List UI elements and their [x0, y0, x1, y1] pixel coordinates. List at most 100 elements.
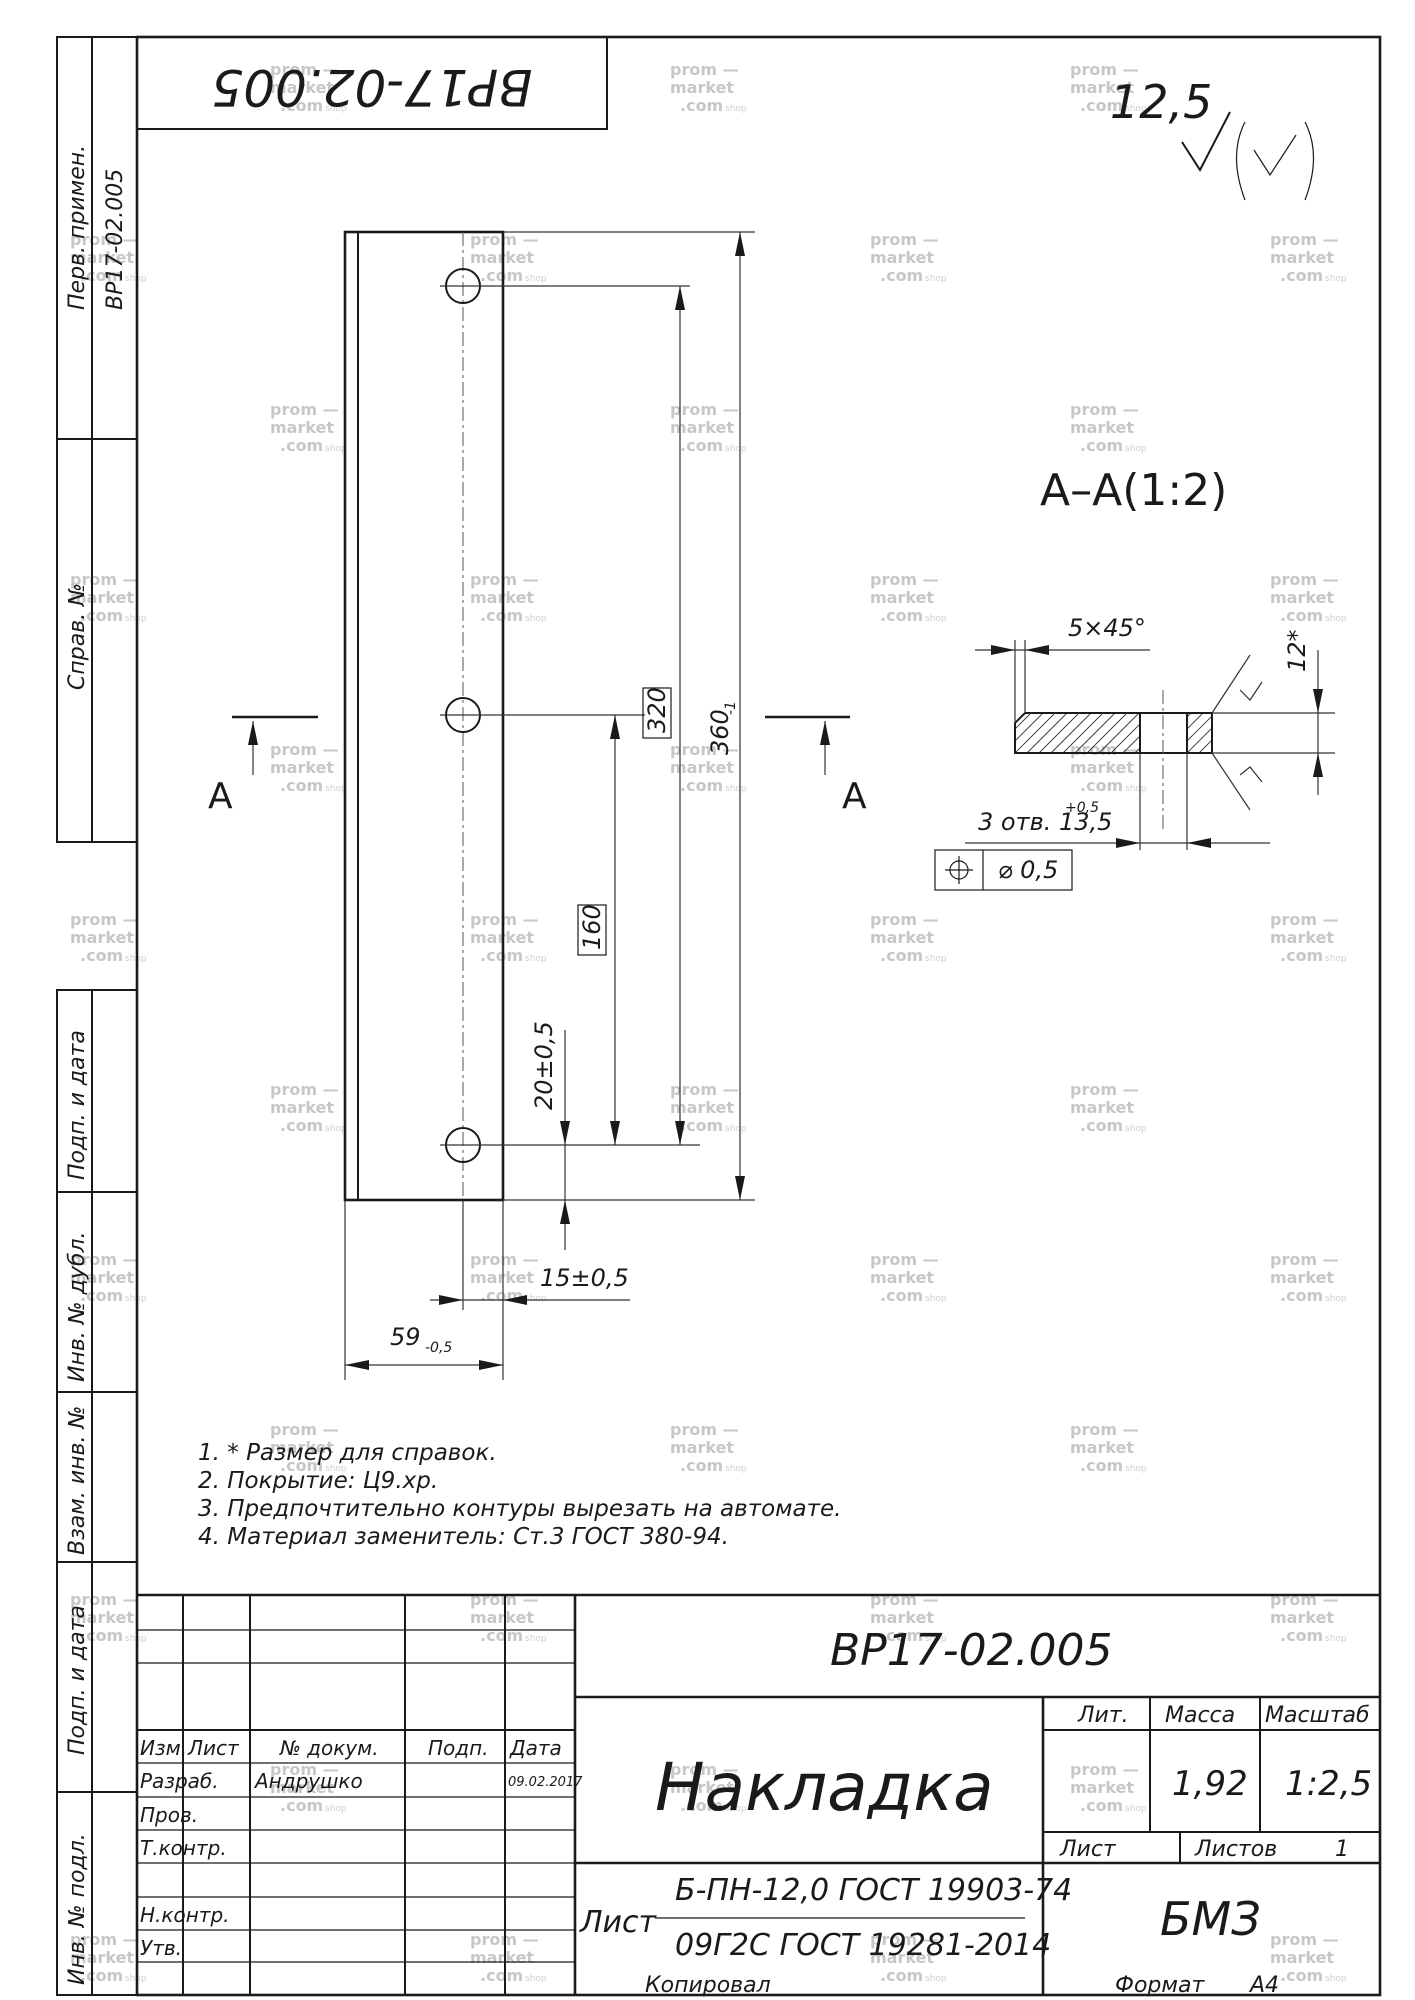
watermark-text: market: [870, 1268, 934, 1287]
watermark-shop: shop: [1325, 1294, 1347, 1304]
watermark-shop: shop: [725, 1124, 747, 1134]
watermark-shop: shop: [925, 614, 947, 624]
watermark-text: market: [870, 248, 934, 267]
watermark-text: market: [70, 588, 134, 607]
hatch-line: [1259, 713, 1299, 753]
watermark-text: prom —: [1270, 570, 1339, 589]
watermark-text: .com: [1080, 776, 1123, 795]
watermark-text: market: [870, 1948, 934, 1967]
watermark-text: .com: [880, 946, 923, 965]
watermark-text: prom —: [1070, 740, 1139, 759]
watermark-text: market: [70, 1268, 134, 1287]
label-data: Дата: [509, 1736, 562, 1760]
watermark-shop: shop: [1125, 1464, 1147, 1474]
note-2: 2. Покрытие: Ц9.хр.: [198, 1468, 438, 1494]
watermark-text: prom —: [70, 1250, 139, 1269]
hatch-line: [1086, 713, 1128, 753]
watermark-text: .com: [1280, 1966, 1323, 1985]
label-podp: Подп.: [428, 1736, 489, 1760]
watermark-shop: shop: [325, 104, 347, 114]
hatch-line: [955, 713, 995, 753]
format-label: Формат: [1115, 1973, 1205, 1998]
watermark-text: prom —: [1070, 60, 1139, 79]
hatch-line: [1147, 713, 1187, 753]
label-lit: Лит.: [1077, 1703, 1129, 1728]
dimension-15: 15±0,5: [430, 1200, 630, 1380]
watermark-text: prom —: [670, 1760, 739, 1779]
watermark-text: .com: [1280, 1626, 1323, 1645]
watermark-text: prom —: [470, 1250, 539, 1269]
dim-320-text: 320: [643, 687, 671, 733]
label-massa: Масса: [1165, 1703, 1235, 1728]
top-code-text: ВР17-02.005: [211, 58, 532, 116]
thickness-text: 12*: [1283, 629, 1311, 672]
watermark-text: market: [1070, 1438, 1134, 1457]
watermark-text: market: [270, 1778, 334, 1797]
watermark-text: .com: [880, 1626, 923, 1645]
watermark-text: prom —: [1270, 1590, 1339, 1609]
watermark-text: prom —: [870, 230, 939, 249]
watermark-text: prom —: [1070, 1080, 1139, 1099]
watermark-shop: shop: [1125, 104, 1147, 114]
hatch-line: [1122, 713, 1140, 753]
dim-59-text: 59: [390, 1323, 421, 1351]
holes-tol: +0,5: [1065, 800, 1099, 816]
watermark-text: prom —: [270, 60, 339, 79]
watermark-text: prom —: [870, 910, 939, 929]
watermark-text: prom —: [1270, 230, 1339, 249]
watermark-shop: shop: [1325, 1634, 1347, 1644]
position-tol-text: ⌀ 0,5: [998, 856, 1058, 884]
hatch-line: [1074, 713, 1116, 753]
watermark-shop: shop: [725, 104, 747, 114]
dimension-360: 360 -1: [706, 232, 745, 1200]
hatch-line: [1223, 713, 1263, 753]
label-prov: Пров.: [140, 1803, 198, 1827]
label-list: Лист: [187, 1736, 240, 1760]
watermark-shop: shop: [925, 274, 947, 284]
dim-20-text: 20±0,5: [530, 1021, 558, 1110]
side-perv-value: ВР17-02.005: [103, 169, 128, 310]
watermark-text: prom —: [870, 1930, 939, 1949]
note-1: 1. * Размер для справок.: [198, 1440, 497, 1466]
watermark-text: prom —: [670, 1080, 739, 1099]
watermark-text: .com: [80, 1286, 123, 1305]
hatch-line: [1183, 713, 1223, 753]
watermark-text: prom —: [70, 1930, 139, 1949]
watermark-text: market: [470, 1948, 534, 1967]
hatch-line: [1015, 713, 1056, 753]
section-label: А–А(1:2): [1040, 465, 1227, 516]
watermark-text: .com: [280, 1456, 323, 1475]
watermark-shop: shop: [925, 1294, 947, 1304]
watermark-text: .com: [1080, 1116, 1123, 1135]
watermark-text: .com: [880, 1286, 923, 1305]
watermark-text: prom —: [270, 740, 339, 759]
hatch-line: [1210, 751, 1212, 753]
watermark-text: prom —: [1070, 1420, 1139, 1439]
hatch-line: [1198, 739, 1212, 753]
watermark-text: .com: [880, 606, 923, 625]
side-sprav: Справ. №: [65, 583, 90, 690]
material-line-2: 09Г2С ГОСТ 19281-2014: [675, 1928, 1051, 1963]
watermark-text: market: [1270, 1268, 1334, 1287]
watermark-text: prom —: [1270, 910, 1339, 929]
roughness-value: 12,5: [1110, 75, 1212, 129]
hatch-line: [1187, 727, 1212, 753]
section-view: А–А(1:2) 5×45° 12*: [934, 465, 1335, 891]
scale-value: 1:2,5: [1285, 1764, 1372, 1804]
watermark-shop: shop: [525, 1294, 547, 1304]
watermark-text: market: [870, 1608, 934, 1627]
top-code-box: ВР17-02.005: [136, 36, 608, 130]
hatch-line: [1195, 713, 1235, 753]
watermark-text: market: [670, 1778, 734, 1797]
